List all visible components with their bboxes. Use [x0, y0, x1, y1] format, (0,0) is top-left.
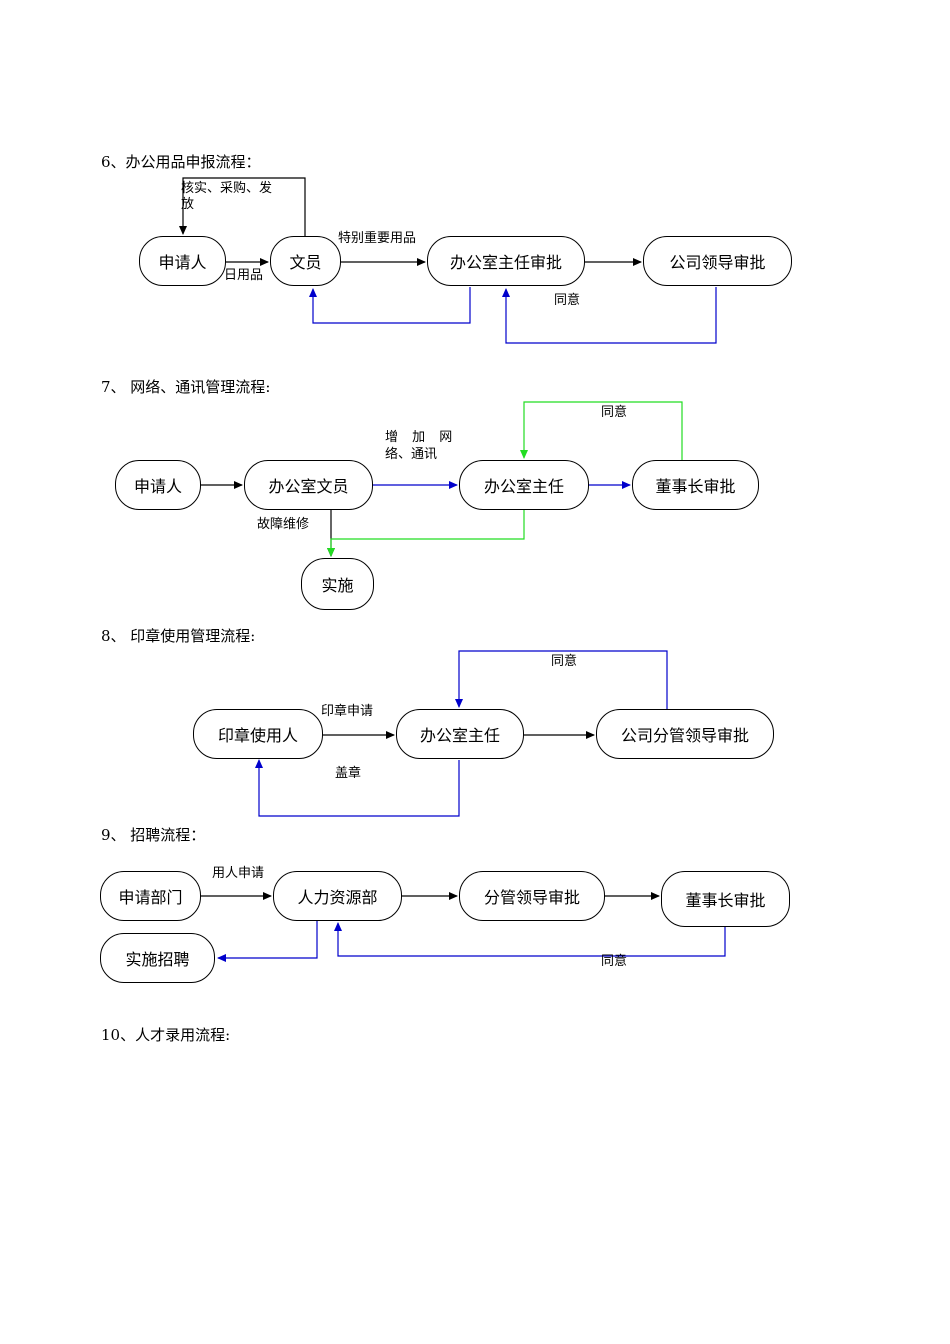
s9-node-hr: 人力资源部: [273, 871, 402, 921]
s6-label-agree: 同意: [554, 293, 581, 308]
s6-arrow-verify-loop: [179, 177, 306, 237]
s9-node-dept: 申请部门: [100, 871, 201, 921]
s8-node-company-leader: 公司分管领导审批: [596, 709, 774, 759]
s9-heading: 9、 招聘流程：: [101, 826, 206, 844]
s8-node-seal-user: 印章使用人: [193, 709, 323, 759]
s9-label-agree: 同意: [601, 954, 628, 969]
s6-arrow-leader-back-director: [502, 287, 717, 344]
s6-node-applicant: 申请人: [139, 236, 226, 286]
s6-label-verify-line2: 放: [181, 197, 195, 212]
s9-label-hire-apply: 用人申请: [212, 866, 265, 881]
s7-arrow-chairman-back-director: [520, 401, 683, 460]
s8-label-seal-apply: 印章申请: [321, 704, 374, 719]
s7-heading: 7、 网络、通讯管理流程:: [101, 378, 271, 396]
s8-heading: 8、 印章使用管理流程:: [101, 627, 256, 645]
s8-label-stamp: 盖章: [335, 766, 362, 781]
s6-label-special: 特别重要用品: [338, 231, 417, 246]
s10-heading: 10、人才录用流程:: [101, 1026, 231, 1044]
s7-label-repair: 故障维修: [257, 517, 310, 532]
s6-node-company-leader: 公司领导审批: [643, 236, 792, 286]
s7-node-implement: 实施: [301, 558, 374, 610]
s7-label-agree: 同意: [601, 405, 628, 420]
s7-arrow-director-implement: [327, 510, 525, 557]
s6-heading: 6、办公用品申报流程：: [101, 153, 261, 171]
s9-arrow-chairman-back-hr: [334, 922, 726, 957]
s6-node-office-director: 办公室主任审批: [427, 236, 585, 286]
s6-arrow-director-back-clerk: [309, 287, 471, 324]
s9-node-leader: 分管领导审批: [459, 871, 605, 921]
s8-arrow-leader-back-director: [455, 650, 668, 709]
s7-label-add-line2: 络、通讯: [385, 447, 438, 462]
s6-label-daily: 日用品: [224, 268, 264, 283]
s9-node-implement: 实施招聘: [100, 933, 215, 983]
s8-arrow-director-back-user: [255, 759, 460, 817]
s7-node-office-clerk: 办公室文员: [244, 460, 373, 510]
s7-node-applicant: 申请人: [115, 460, 201, 510]
s7-node-office-director: 办公室主任: [459, 460, 589, 510]
s6-label-verify-line1: 核实、采购、发: [181, 181, 273, 196]
s6-node-clerk: 文员: [270, 236, 341, 286]
s8-node-office-director: 办公室主任: [396, 709, 524, 759]
s9-arrow-hr-implement: [217, 921, 318, 962]
s7-label-add-line1: 增 加 网: [385, 430, 453, 445]
s7-node-chairman: 董事长审批: [632, 460, 759, 510]
s8-label-agree: 同意: [551, 654, 578, 669]
s9-node-chairman: 董事长审批: [661, 871, 790, 927]
